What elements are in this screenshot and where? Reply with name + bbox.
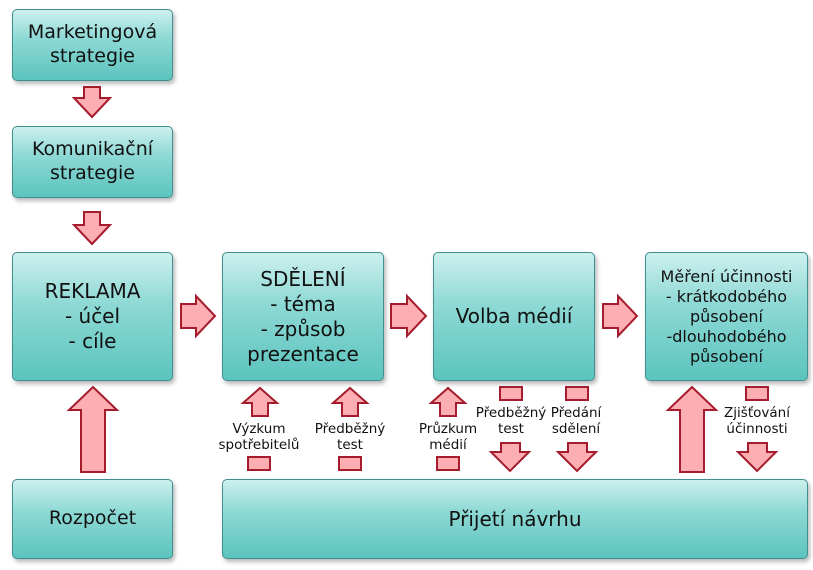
communication-strategy-label: Komunikační strategie	[31, 138, 154, 184]
pretest-message-label: Předběžný test	[314, 421, 386, 453]
media-selection-label: Volba médií	[455, 304, 573, 328]
arrow-budget-to-advertising	[66, 385, 120, 473]
arrow-communication-to-advertising	[71, 211, 113, 246]
message-box: SDĚLENÍ - téma - způsob prezentace	[222, 252, 384, 381]
advertising-box: REKLAMA - účel - cíle	[12, 252, 173, 381]
media-research-label: Průzkum médií	[418, 421, 478, 453]
budget-box: Rozpočet	[12, 479, 173, 559]
communication-strategy-box: Komunikační strategie	[12, 126, 173, 198]
media-selection-box: Volba médií	[433, 252, 595, 381]
bar-message-delivery	[565, 386, 589, 401]
arrow-media-research-up	[428, 386, 468, 417]
marketing-strategy-box: Marketingová strategie	[12, 9, 173, 81]
message-label: SDĚLENÍ - téma - způsob prezentace	[247, 266, 359, 366]
effectiveness-measurement-box: Měření účinnosti - krátkodobého působení…	[645, 252, 808, 381]
arrow-media-to-measurement	[602, 293, 639, 339]
bar-consumer-research	[247, 456, 271, 471]
marketing-strategy-label: Marketingová strategie	[27, 21, 158, 67]
bar-pretest-media	[499, 386, 523, 401]
arrow-pretest-message-up	[330, 386, 370, 417]
advertising-label: REKLAMA - účel - cíle	[44, 279, 141, 353]
arrow-marketing-to-communication	[71, 86, 113, 119]
arrow-acceptance-to-measurement	[665, 385, 719, 473]
budget-label: Rozpočet	[48, 507, 137, 530]
proposal-acceptance-box: Přijetí návrhu	[222, 479, 808, 559]
consumer-research-label: Výzkum spotřebitelů	[218, 421, 300, 453]
proposal-acceptance-label: Přijetí návrhu	[448, 506, 582, 531]
message-delivery-label: Předání sdělení	[550, 405, 602, 437]
arrow-message-to-media	[390, 293, 428, 339]
arrow-consumer-research-up	[240, 386, 280, 417]
bar-media-research	[436, 456, 460, 471]
effectiveness-measurement-label: Měření účinnosti - krátkodobého působení…	[660, 266, 793, 366]
pretest-media-label: Předběžný test	[475, 405, 547, 437]
bar-pretest-message	[338, 456, 362, 471]
effectiveness-check-label: Zjišťování účinnosti	[724, 405, 790, 437]
arrow-pretest-media-down	[488, 442, 532, 473]
arrow-advertising-to-message	[180, 293, 217, 339]
arrow-message-delivery-down	[555, 442, 599, 473]
arrow-effectiveness-check-down	[735, 442, 779, 473]
bar-effectiveness-check	[745, 386, 769, 401]
